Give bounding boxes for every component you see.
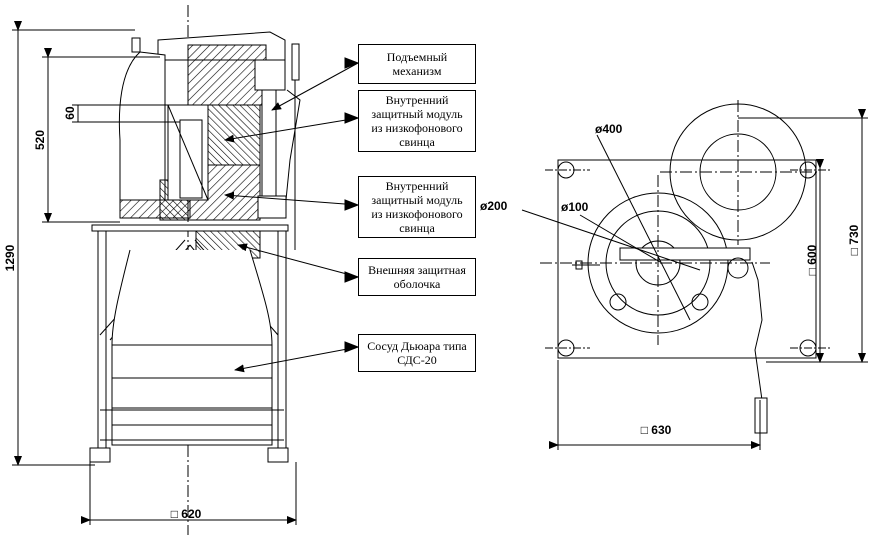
callout-inner-module-bottom: Внутренний защитный модуль из низкофонов… (358, 176, 476, 238)
callout-line: Сосуд Дьюара типа (367, 339, 467, 353)
callout-line: защитный модуль (371, 193, 463, 207)
callout-line: свинца (399, 221, 435, 235)
callout-line: защитный модуль (371, 107, 463, 121)
callout-line: Внутренний (385, 179, 449, 193)
dim-height-520: 520 (33, 130, 47, 150)
dim-diameter-200: ø200 (480, 199, 508, 213)
callout-dewar-vessel: Сосуд Дьюара типа СДС-20 (358, 334, 476, 372)
callout-inner-module-top: Внутренний защитный модуль из низкофонов… (358, 90, 476, 152)
callout-line: Внутренний (385, 93, 449, 107)
callout-line: из низкофонового (371, 121, 463, 135)
dim-diameter-400: ø400 (595, 122, 623, 136)
callout-outer-shell: Внешняя защитная оболочка (358, 258, 476, 296)
dim-diameter-100: ø100 (561, 200, 589, 214)
callout-line: механизм (392, 64, 442, 78)
callout-line: СДС-20 (397, 353, 437, 367)
side-section-view (12, 5, 301, 535)
callout-line: свинца (399, 135, 435, 149)
callout-line: оболочка (393, 277, 441, 291)
callout-line: Подъемный (386, 50, 448, 64)
dim-height-600: □ 600 (805, 244, 819, 275)
callout-line: Внешняя защитная (368, 263, 466, 277)
callout-leaders (224, 57, 360, 373)
callout-lift-mechanism: Подъемный механизм (358, 44, 476, 84)
callout-line: из низкофонового (371, 207, 463, 221)
dim-height-60: 60 (63, 106, 77, 120)
plan-view (521, 100, 868, 450)
dim-width-630: □ 630 (641, 423, 672, 437)
dim-height-total: 1290 (3, 244, 17, 271)
dim-width-620: □ 620 (171, 507, 202, 521)
dim-height-730: □ 730 (847, 224, 861, 255)
